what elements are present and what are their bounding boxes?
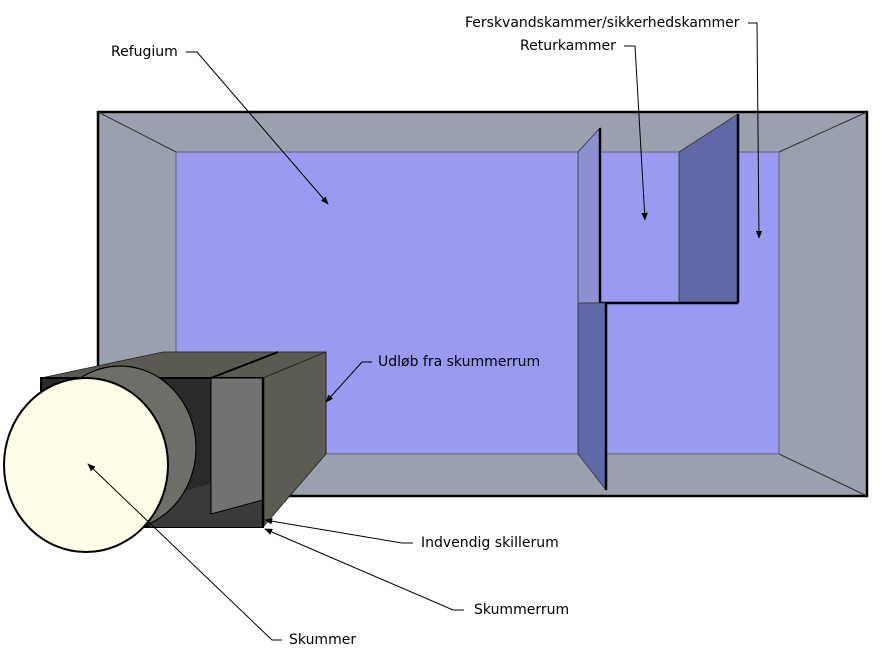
skimmer-face xyxy=(3,377,169,553)
return-chamber-walls xyxy=(577,113,740,492)
inner-divider xyxy=(210,377,264,515)
leader-skillerum xyxy=(264,518,413,544)
leader-udlob xyxy=(325,361,372,403)
leader-refugium xyxy=(186,51,329,205)
label-skillerum: Indvendig skillerum xyxy=(421,535,559,551)
skimmer-chamber-side xyxy=(262,351,327,529)
label-refugium: Refugium xyxy=(111,44,178,60)
label-returkammer: Returkammer xyxy=(520,38,616,54)
label-udlob: Udløb fra skummerrum xyxy=(378,354,541,370)
leader-skummerrum xyxy=(264,528,464,611)
skimmer xyxy=(3,365,197,553)
divider-left-upper xyxy=(577,126,601,304)
label-skummerrum: Skummerrum xyxy=(474,602,570,618)
label-ferskvandskammer: Ferskvandskammer/sikkerhedskammer xyxy=(465,15,740,31)
label-skummer: Skummer xyxy=(289,632,357,648)
leader-ferskvand xyxy=(748,22,763,239)
leader-lines xyxy=(87,22,763,641)
leader-skummer xyxy=(87,463,282,641)
leader-returkammer xyxy=(624,45,648,221)
